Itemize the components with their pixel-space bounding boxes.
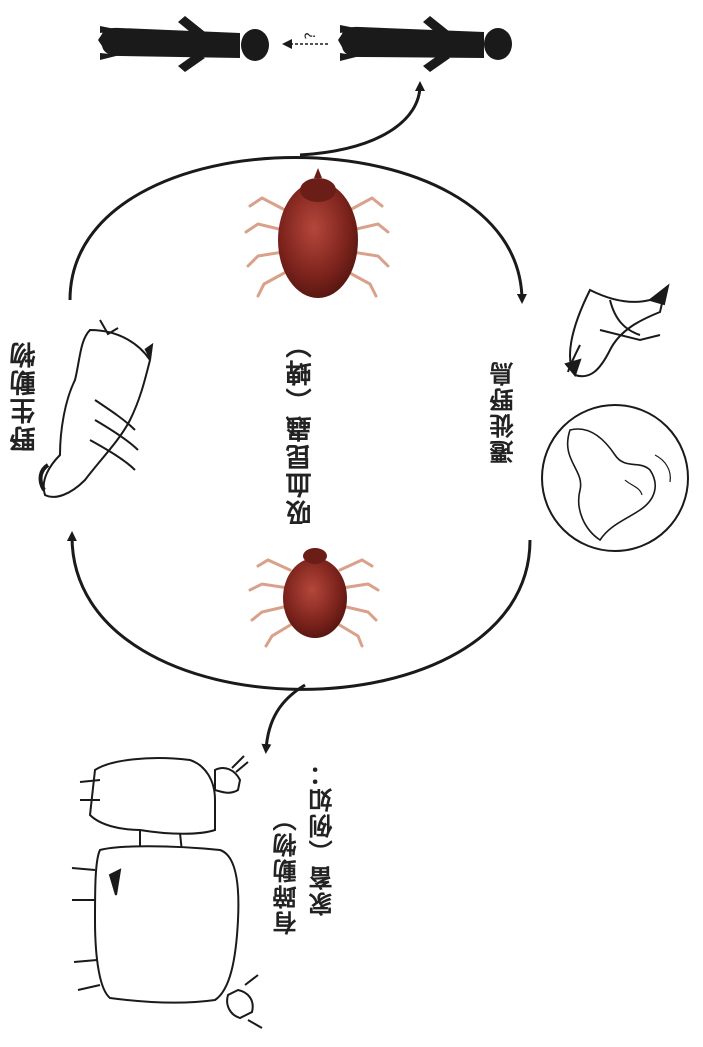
human-silhouette-icon [98,16,269,72]
arrow-to-humans [300,85,420,155]
bird-icon [566,286,668,376]
globe-icon [542,405,688,551]
tick-icon [246,168,388,298]
label-livestock-line2: 有蹄動物） [269,805,304,935]
cow-icon [72,846,262,1028]
label-migratory-birds: 遷徙野鳥 [486,360,521,464]
label-wildlife: 野生動物 [6,340,43,452]
label-livestock-line1: 家畜（例如： [305,760,340,916]
arrow-to-livestock [266,685,305,750]
deer-icon [41,320,152,497]
goat-icon [80,756,248,852]
label-vector-tick: 吸血昆蟲（蜱） [282,330,319,526]
label-human-transmission-question: ? [303,30,319,39]
tick-icon [250,548,378,646]
human-silhouette-icon [338,16,512,72]
